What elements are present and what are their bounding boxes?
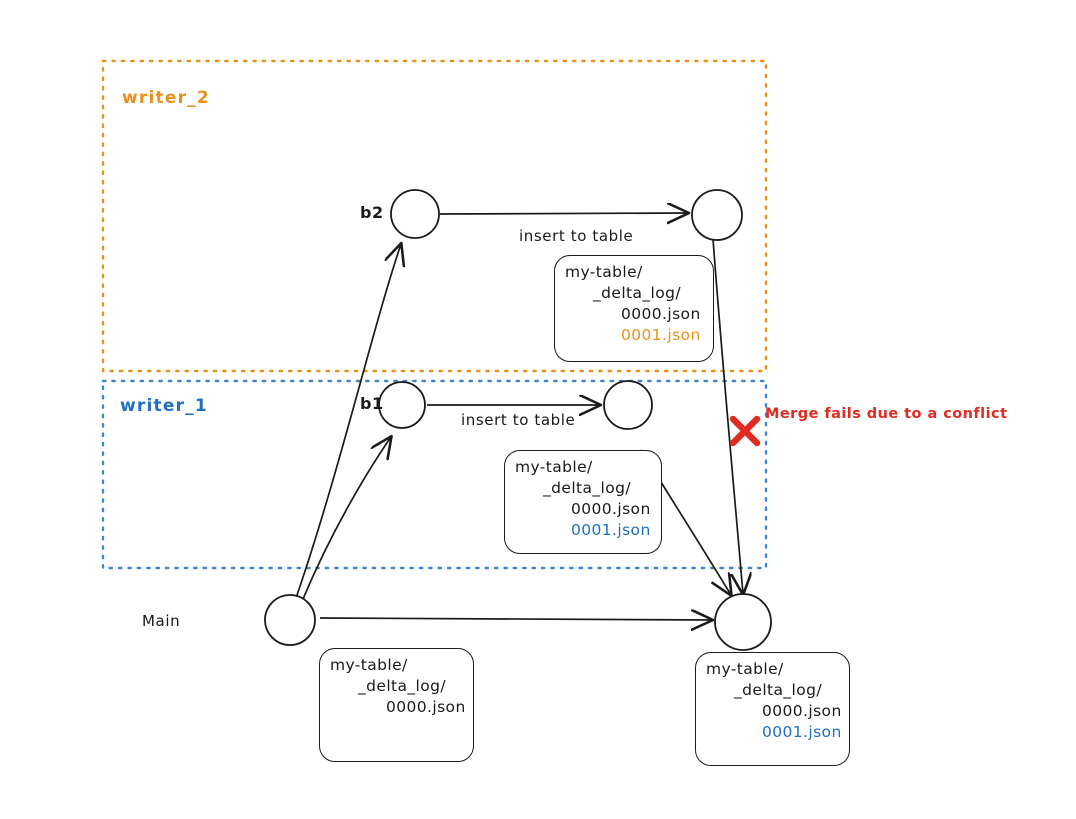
edge-writer2-merge [712, 238, 743, 594]
filebox-line: _delta_log/ [734, 681, 823, 699]
node-writer2-commit[interactable] [691, 189, 743, 241]
filebox-line-highlight: 0001.json [621, 326, 701, 344]
node-b2[interactable] [390, 189, 440, 239]
filebox-main: my-table/ _delta_log/ 0000.json [319, 648, 474, 762]
node-main[interactable] [264, 594, 316, 646]
filebox-line: my-table/ [706, 660, 784, 678]
edge-main-to-b2 [295, 244, 401, 599]
filebox-line: my-table/ [515, 458, 593, 476]
lane-box-writer2 [101, 59, 768, 373]
filebox-writer2: my-table/ _delta_log/ 0000.json 0001.jso… [554, 255, 714, 362]
edge-b2-insert [439, 213, 688, 214]
node-label-b2: b2 [360, 203, 384, 222]
conflict-x-icon [729, 415, 761, 447]
filebox-writer1: my-table/ _delta_log/ 0000.json 0001.jso… [504, 450, 662, 554]
filebox-line: 0000.json [762, 702, 842, 720]
filebox-line: 0000.json [571, 500, 651, 518]
node-b1[interactable] [378, 381, 426, 429]
node-merge[interactable] [714, 593, 772, 651]
filebox-line: _delta_log/ [358, 677, 447, 695]
filebox-line: _delta_log/ [543, 479, 632, 497]
filebox-line: 0000.json [386, 698, 466, 716]
filebox-merge: my-table/ _delta_log/ 0000.json 0001.jso… [695, 652, 850, 766]
filebox-line-highlight: 0001.json [571, 521, 651, 539]
node-label-b1: b1 [360, 394, 384, 413]
conflict-annotation-text: Merge fails due to a conflict [765, 406, 1008, 422]
filebox-line-highlight: 0001.json [762, 723, 842, 741]
lane-label-writer1: writer_1 [120, 396, 208, 416]
filebox-line: my-table/ [565, 263, 643, 281]
edge-label-insert-to-table-writer1: insert to table [461, 411, 576, 429]
edge-main-to-b1 [302, 437, 391, 600]
filebox-line: my-table/ [330, 656, 408, 674]
edge-label-insert-to-table-writer2: insert to table [519, 227, 634, 245]
lane-label-writer2: writer_2 [122, 88, 210, 108]
node-writer1-commit[interactable] [603, 380, 653, 430]
lane-box-writer1 [101, 379, 768, 570]
edge-main-merge [319, 618, 712, 620]
filebox-line: 0000.json [621, 305, 701, 323]
node-label-main: Main [142, 612, 181, 630]
filebox-line: _delta_log/ [593, 284, 682, 302]
